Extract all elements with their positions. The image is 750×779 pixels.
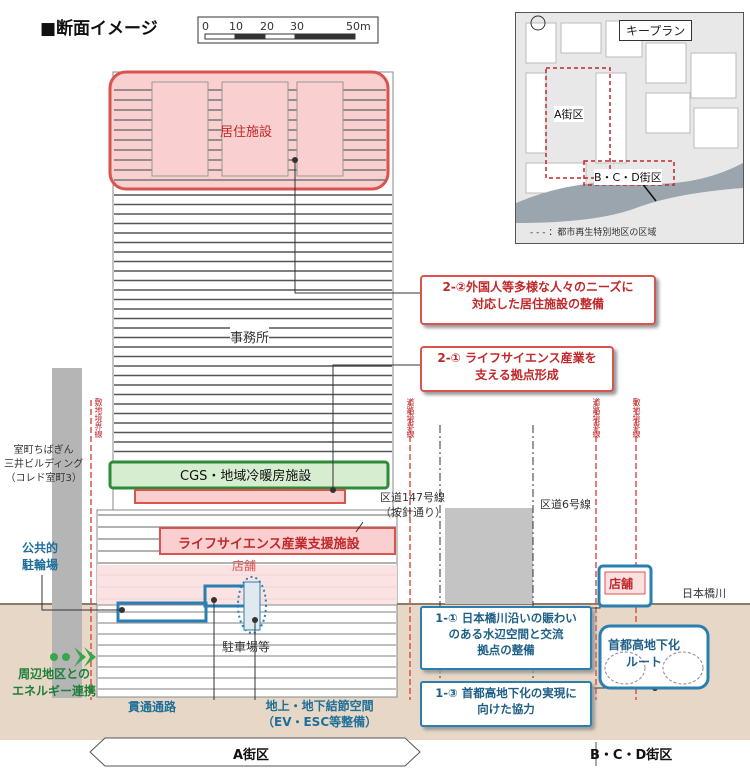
neighbor-building [52,368,82,698]
energy-arrows [50,647,96,667]
cgs-band [108,460,390,490]
key-plan-legend: - - - ：都市再生特別地区の区域 [530,228,657,238]
key-plan-title: キープラン [619,20,693,41]
page-title: ■断面イメージ [40,19,158,39]
callout-2-2: 2-②外国人等多様な人々のニーズに 対応した居住施設の整備 [420,275,656,325]
nihonbashi-river-label: 日本橋川 [682,587,726,600]
residence-label: 居住施設 [220,125,273,140]
boundary-label-3: 道路境界線 [592,398,601,438]
district-bcd-label: B・C・D街区 [590,748,673,763]
scale-bar [197,16,379,44]
route147-label: 区道147号線 （按針通り） [380,491,446,519]
neighbor-building-label: 室町ちばぎん 三井ビルディング （コレド室町3） [4,445,84,484]
passage-label: 貫通通路 [128,700,177,714]
cgs-label: CGS・地域冷暖房施設 [180,469,312,484]
boundary-label-2: 道路境界線 [406,398,415,438]
callout-1-1: 1-① 日本橋川沿いの賑わい のある水辺空間と交流 拠点の整備 [420,606,592,670]
scale-tick-10: 10 [229,20,243,33]
boundary-label-4: 敷地境界線 [632,398,641,438]
scale-tick-20: 20 [260,20,274,33]
life-science-label: ライフサイエンス産業支援施設 [178,537,360,552]
key-plan-district-bcd: B・C・D街区 [594,169,662,185]
district-a-label: A街区 [233,748,270,763]
node-space-label: 地上・地下結節空間 （EV・ESC等整備） [262,699,378,729]
bicycle-parking-label: 公共的 駐輪場 [22,541,59,572]
district-a-arrow [89,737,421,767]
energy-label: 周辺地区との エネルギー連携 [12,667,97,698]
callout-2-1: 2-① ライフサイエンス産業を 支える拠点形成 [420,346,614,392]
route6-label: 区道6号線 [540,498,591,511]
scale-tick-0: 0 [202,20,209,33]
callout-1-3: 1-③ 首都高地下化の実現に 向けた協力 [420,681,592,727]
scale-tick-30: 30 [290,20,304,33]
parking-label: 駐車場等 [222,640,271,654]
office-label: 事務所 [230,327,270,346]
expressway-label: 首都高地下化 ルート [608,638,681,669]
life-science-band [159,527,396,555]
boundary-label-1: 敷地境界線 [94,398,103,438]
bcd-building [445,508,533,604]
scale-tick-50m: 50m [346,20,371,33]
key-plan-district-a: A街区 [554,106,584,122]
shop-label: 店舗 [232,559,257,573]
bcd-shop-label: 店舗 [609,577,634,591]
key-plan [515,12,744,244]
